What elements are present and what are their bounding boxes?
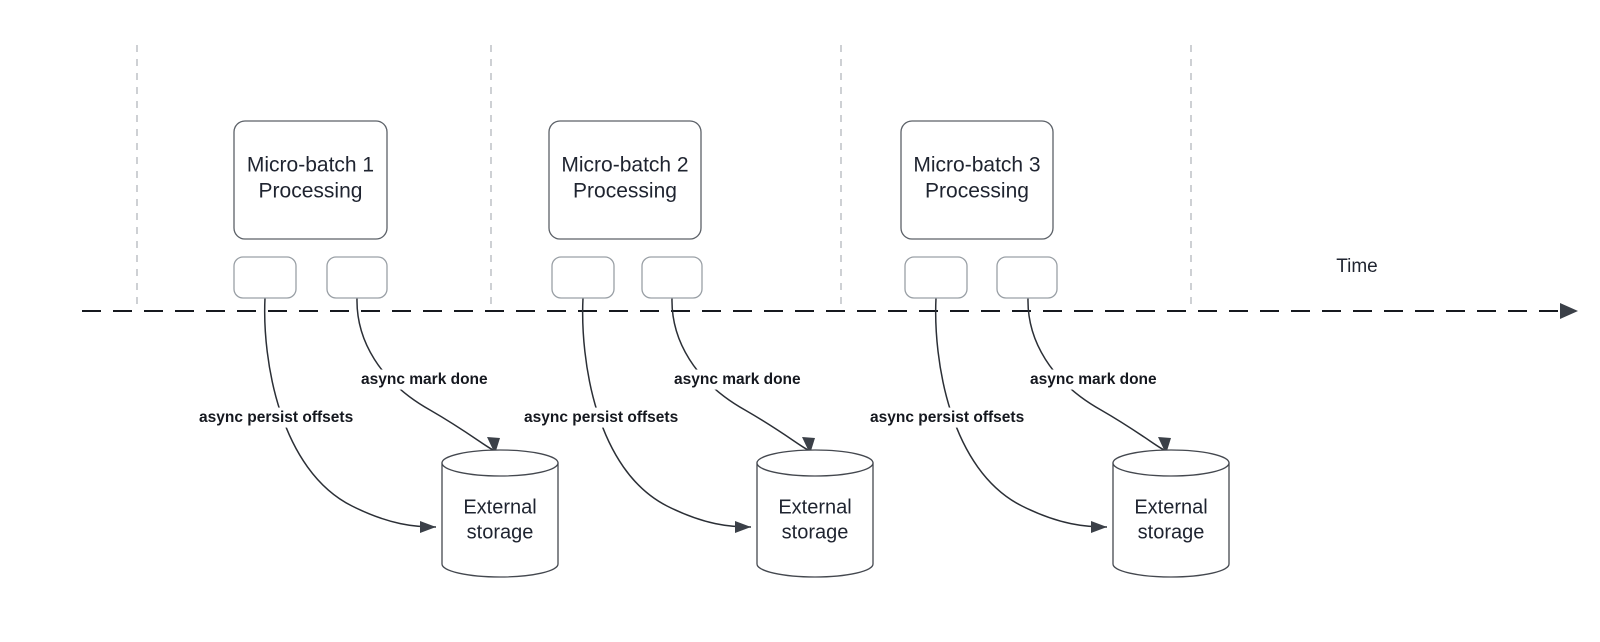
storage-label-line1: External [1134,496,1207,518]
storage-label-line1: External [778,496,851,518]
storage-node-group-1[interactable]: External storage [441,449,559,578]
storage-label-line2: storage [782,521,849,543]
process-label-line2: Processing [925,180,1029,203]
storage-node-group-3[interactable]: External storage [1112,449,1230,578]
edge-mark-done-2-label-backdrop [671,369,805,390]
edge-persist-offsets-3 [934,297,1108,528]
edge-mark-done-1-label-backdrop [358,369,492,390]
edge-persist-offsets-1-label-backdrop [196,407,357,428]
timeline-arrowhead [1560,303,1578,319]
edge-mark-done-1-arrowhead [487,437,500,454]
edge-mark-done-3-arrowhead [1158,437,1171,454]
storage-cylinder-top [441,449,559,477]
process-node-group-1[interactable]: Micro-batch 1 Processing [233,120,388,240]
process-label-line1: Micro-batch 3 [913,154,1040,177]
storage-cylinder-body [1112,462,1230,578]
edge-mark-done-2-label: async mark done [674,371,801,388]
task-box-1a[interactable] [233,256,297,299]
task-box-1b[interactable] [326,256,388,299]
edge-mark-done-2 [671,297,810,451]
edge-persist-offsets-2 [581,297,752,528]
storage-cylinder-top [1112,449,1230,477]
process-label-line1: Micro-batch 1 [247,154,374,177]
flow-arrows-group [263,297,1171,533]
edge-mark-done-1-label: async mark done [361,371,488,388]
edge-mark-done-3-label: async mark done [1030,371,1157,388]
edge-persist-offsets-2-label-backdrop [521,407,682,428]
divider-lines-group [136,45,1192,311]
task-box-2b[interactable] [641,256,703,299]
edge-mark-done-3-label-backdrop [1027,369,1161,390]
time-axis-label: Time [1336,256,1378,277]
edge-persist-offsets-2-label: async persist offsets [524,409,678,426]
task-box-3b[interactable] [996,256,1058,299]
process-node-group-2[interactable]: Micro-batch 2 Processing [548,120,702,240]
task-box-3a[interactable] [904,256,968,299]
process-box[interactable] [548,120,702,240]
edge-labels-group: async persist offsets async mark done asyn… [196,369,1161,428]
edge-mark-done-2-arrowhead [802,437,815,454]
storage-label-line2: storage [467,521,534,543]
edge-persist-offsets-1 [263,297,437,528]
edge-persist-offsets-1-label: async persist offsets [199,409,353,426]
storage-cylinder-body [441,462,559,578]
edge-persist-offsets-3-label: async persist offsets [870,409,1024,426]
storage-node-group-2[interactable]: External storage [756,449,874,578]
process-label-line2: Processing [259,180,363,203]
edge-mark-done-1 [356,297,495,451]
edge-persist-offsets-1-arrowhead [420,521,436,533]
storage-cylinder-top [756,449,874,477]
edge-persist-offsets-2-arrowhead [735,521,751,533]
edge-persist-offsets-3-arrowhead [1091,521,1107,533]
process-box[interactable] [900,120,1054,240]
storage-label-line2: storage [1138,521,1205,543]
process-label-line1: Micro-batch 2 [561,154,688,177]
task-box-2a[interactable] [551,256,615,299]
timeline-axis-group: Time [82,256,1578,319]
process-box[interactable] [233,120,388,240]
process-node-group-3[interactable]: Micro-batch 3 Processing [900,120,1054,240]
edge-mark-done-3 [1027,297,1166,451]
process-label-line2: Processing [573,180,677,203]
edge-persist-offsets-3-label-backdrop [867,407,1028,428]
storage-label-line1: External [463,496,536,518]
storage-cylinder-body [756,462,874,578]
